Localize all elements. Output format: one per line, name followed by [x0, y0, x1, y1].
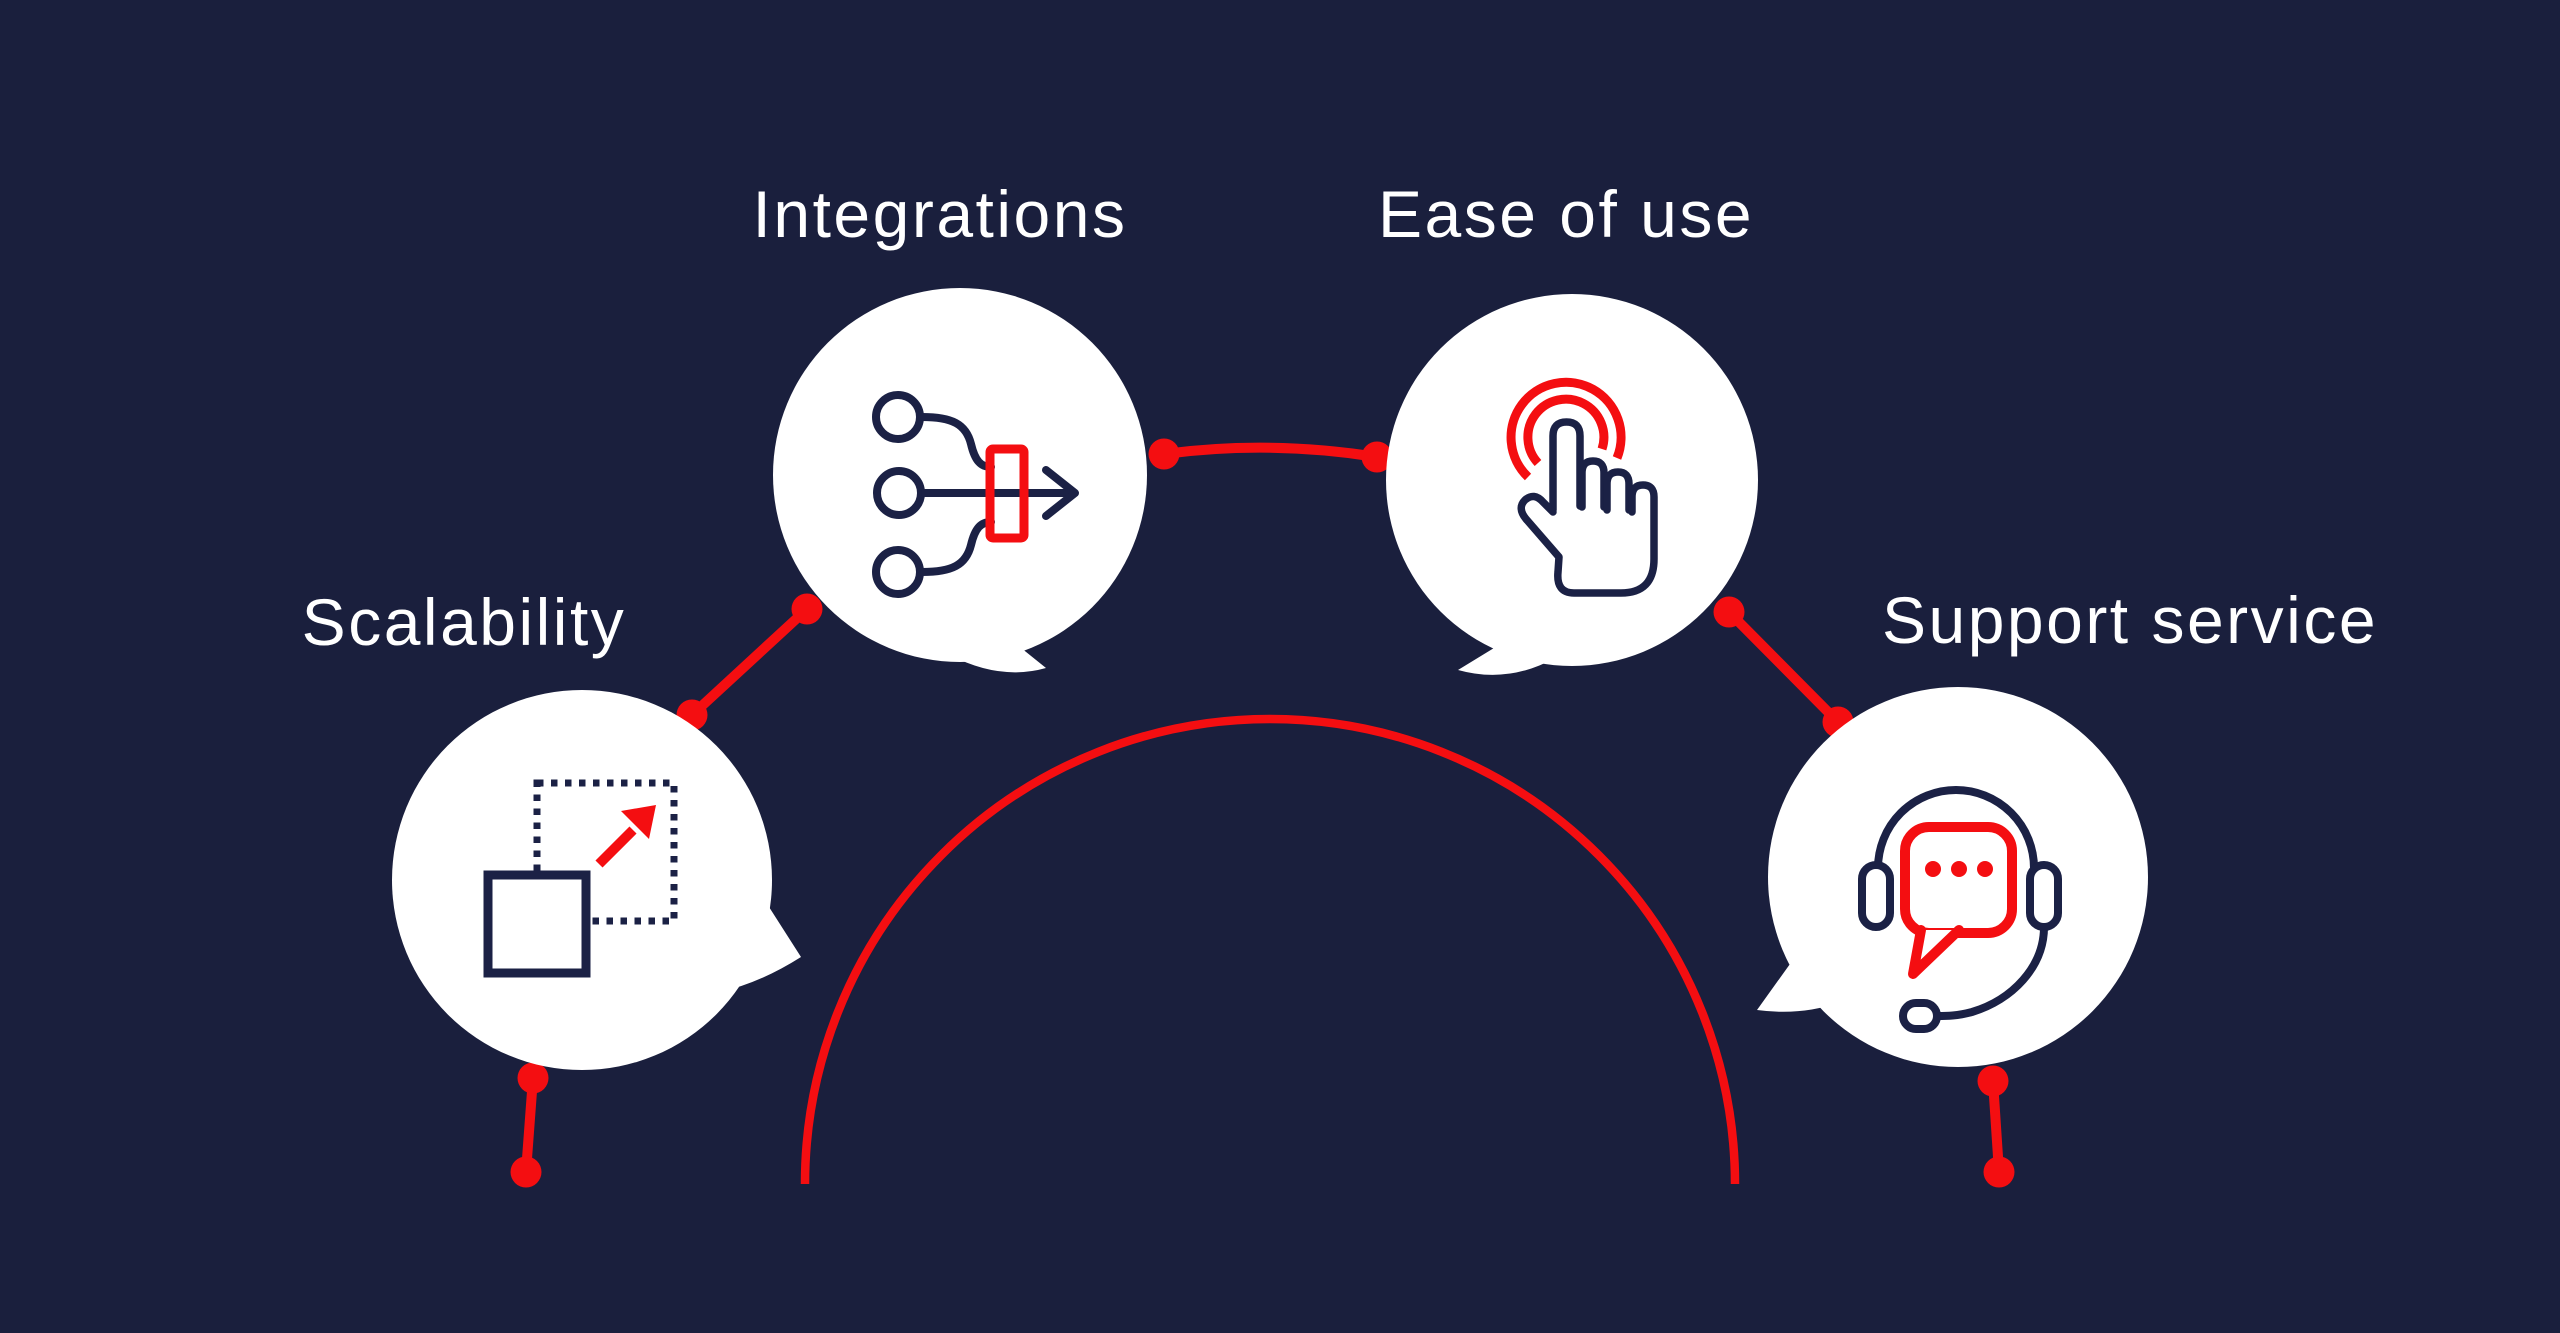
bubble-integrations [773, 288, 1147, 673]
mic-capsule [1899, 999, 1941, 1033]
connector-dot [1983, 1156, 2015, 1188]
process-rect [985, 444, 1029, 543]
connector-dot [1148, 438, 1180, 470]
connector-integrations-easeofuse [1148, 438, 1393, 473]
connector-line [521, 1073, 538, 1177]
index-finger [1549, 418, 1584, 514]
headset-chat-icon [1858, 786, 2062, 1033]
label-scalability: Scalability [301, 585, 627, 659]
connector-dot [510, 1156, 542, 1188]
semicircle-arc [800, 714, 1740, 1185]
flow-curve-bottom [918, 518, 995, 576]
mic-boom [1933, 923, 2048, 1020]
connector-line [687, 604, 812, 720]
connector-easeofuse-support [1713, 596, 1854, 738]
connector-line [1724, 607, 1843, 727]
headband [1874, 786, 2038, 872]
chat-dot [1951, 861, 1967, 877]
flow-curve-top [918, 413, 995, 471]
connector-scalability-stub [510, 1062, 549, 1188]
connector-dot [517, 1062, 549, 1094]
bubble-scalability [392, 690, 801, 1070]
bubble-easeofuse [1386, 294, 1758, 675]
palm-and-thumb [1517, 481, 1658, 597]
resize-expand-icon [483, 779, 678, 978]
label-support-service: Support service [1881, 583, 2379, 657]
merge-flow-arrow-icon [872, 391, 1079, 598]
ring-finger [1603, 468, 1633, 514]
bubble-circle [773, 288, 1147, 662]
tap-gesture-icon [1506, 377, 1658, 597]
connector-dot [791, 593, 823, 625]
connector-dot [1361, 441, 1393, 473]
chat-bubble-tail [1908, 925, 1964, 979]
chat-bubble [1900, 822, 2017, 938]
label-integrations: Integrations [752, 177, 1128, 251]
connector-line [1159, 442, 1382, 462]
tap-ripple-outer [1506, 377, 1626, 481]
expand-arrow-head [621, 805, 656, 839]
middle-finger [1578, 457, 1608, 511]
connector-scalability-integrations [676, 593, 823, 731]
bubble-circle [1386, 294, 1758, 666]
connector-dot [1713, 596, 1745, 628]
tap-ripple-inner [1523, 394, 1609, 467]
solid-square [483, 870, 591, 978]
chat-dot [1925, 861, 1941, 877]
connector-dot [1977, 1065, 2009, 1097]
ear-cup-left [1858, 861, 1894, 931]
ear-cup-right [2026, 861, 2062, 931]
bubble-support [1757, 687, 2148, 1067]
expand-arrow-shaft [595, 826, 637, 868]
dotted-square [533, 779, 678, 925]
chat-dot [1977, 861, 1993, 877]
label-ease-of-use: Ease of use [1377, 177, 1755, 251]
arrow-chevron [1042, 466, 1079, 520]
connector-support-stub [1977, 1065, 2015, 1188]
